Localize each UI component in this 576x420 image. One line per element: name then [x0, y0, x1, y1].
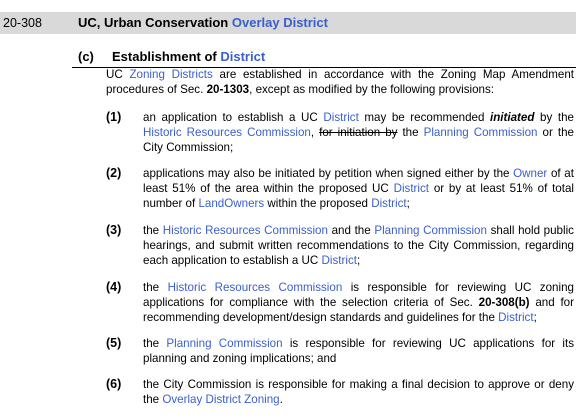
item-text: an application to establish a UC Distric…: [143, 111, 574, 154]
subsection-heading: (c) Establishment of District: [72, 48, 576, 68]
link-district[interactable]: District: [393, 182, 430, 195]
link-district[interactable]: District: [220, 49, 266, 64]
item-text: the City Commission is responsible for m…: [143, 378, 574, 406]
list-item: (5) the Planning Commission is responsib…: [106, 336, 574, 366]
link-district[interactable]: District: [498, 311, 534, 324]
link-zoning-districts[interactable]: Zoning Districts: [129, 68, 213, 81]
section-title-text: UC, Urban Conservation: [78, 15, 229, 30]
section-title: UC, Urban Conservation Overlay District: [78, 15, 328, 30]
item-number: (5): [106, 336, 122, 350]
item-number: (6): [106, 377, 122, 391]
list-item: (6) the City Commission is responsible f…: [106, 377, 574, 407]
intro-text: are established in accordance with the Z…: [106, 68, 575, 96]
section-reference: 20-1303: [206, 83, 250, 96]
item-text: the Historic Resources Commission is res…: [143, 281, 574, 324]
link-district[interactable]: District: [321, 254, 357, 267]
link-owner[interactable]: Owner: [513, 167, 548, 180]
intro-text: UC: [106, 68, 123, 81]
link-landowners[interactable]: LandOwners: [198, 197, 265, 210]
list-item: (2) applications may also be initiated b…: [106, 166, 574, 211]
item-number: (3): [106, 223, 122, 237]
section-number: 20-308: [3, 16, 42, 30]
item-text: the Planning Commission is responsible f…: [143, 337, 574, 365]
item-text: the Historic Resources Commission and th…: [143, 224, 574, 267]
section-reference: 20-308(b): [478, 296, 530, 309]
link-district[interactable]: District: [323, 111, 359, 124]
list-item: (4) the Historic Resources Commission is…: [106, 280, 574, 325]
link-overlay-district-zoning[interactable]: Overlay District Zoning: [162, 393, 280, 406]
item-number: (1): [106, 110, 122, 124]
link-planning-commission[interactable]: Planning Commission: [166, 337, 283, 350]
link-historic-resources-commission[interactable]: Historic Resources Commission: [162, 224, 328, 237]
link-planning-commission[interactable]: Planning Commission: [374, 224, 487, 237]
subsection-title-text: Establishment of: [112, 49, 217, 64]
list-item: (3) the Historic Resources Commission an…: [106, 223, 574, 268]
item-number: (2): [106, 166, 122, 180]
section-header-bar: [0, 12, 576, 34]
intro-text: , except as modified by the following pr…: [249, 83, 495, 96]
subsection-title: Establishment of District: [112, 49, 265, 64]
link-historic-resources-commission[interactable]: Historic Resources Commission: [167, 281, 343, 294]
link-historic-resources-commission[interactable]: Historic Resources Commission: [143, 126, 311, 139]
link-district[interactable]: District: [371, 197, 407, 210]
list-item: (1) an application to establish a UC Dis…: [106, 110, 574, 155]
struck-text: for initiation by: [319, 126, 398, 139]
intro-paragraph: UC Zoning Districts are established in a…: [106, 67, 574, 97]
subsection-marker: (c): [78, 49, 94, 64]
link-planning-commission[interactable]: Planning Commission: [423, 126, 538, 139]
item-number: (4): [106, 280, 122, 294]
item-text: applications may also be initiated by pe…: [143, 167, 575, 210]
link-overlay-district[interactable]: Overlay District: [231, 15, 328, 30]
